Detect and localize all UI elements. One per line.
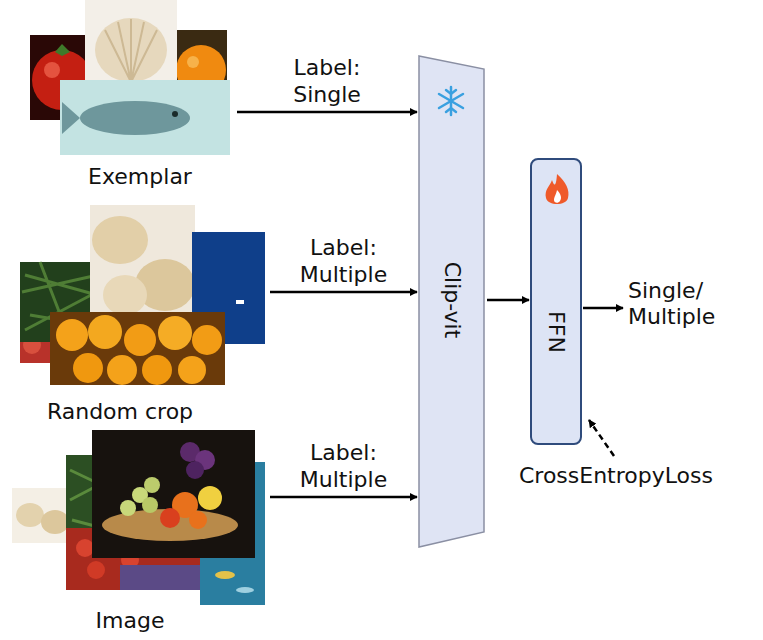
exemplar-collage: [30, 0, 230, 155]
random-crop-collage: [20, 205, 265, 385]
image-group: Image: [12, 428, 268, 634]
edge-label: Label: Multiple: [300, 440, 387, 493]
encoder-trapezoid: Clip-vit: [418, 55, 485, 548]
image-collage: [12, 430, 265, 605]
loss-label: CrossEntropyLoss: [519, 463, 713, 489]
random-crop-group: Random crop: [20, 203, 268, 425]
module-name: Clip-vit: [438, 262, 464, 339]
flow-arrow: [270, 291, 417, 294]
output-arrow: [583, 307, 623, 310]
exemplar-group: Exemplar: [30, 0, 235, 190]
snowflake-icon: [439, 87, 463, 115]
flow-arrow: [237, 111, 417, 114]
fire-icon: [546, 174, 569, 204]
group-caption: Image: [96, 608, 165, 634]
edge-label: Label: Multiple: [300, 235, 387, 288]
flow-arrow: [487, 299, 529, 302]
group-caption: Random crop: [47, 399, 193, 425]
loss-arrow: [589, 420, 614, 456]
flow-arrow: [270, 496, 417, 499]
ffn-box: FFN: [530, 158, 582, 445]
group-caption: Exemplar: [88, 164, 192, 190]
output-label: Single/ Multiple: [628, 278, 715, 331]
edge-label: Label: Single: [293, 55, 361, 108]
module-name: FFN: [543, 311, 569, 353]
